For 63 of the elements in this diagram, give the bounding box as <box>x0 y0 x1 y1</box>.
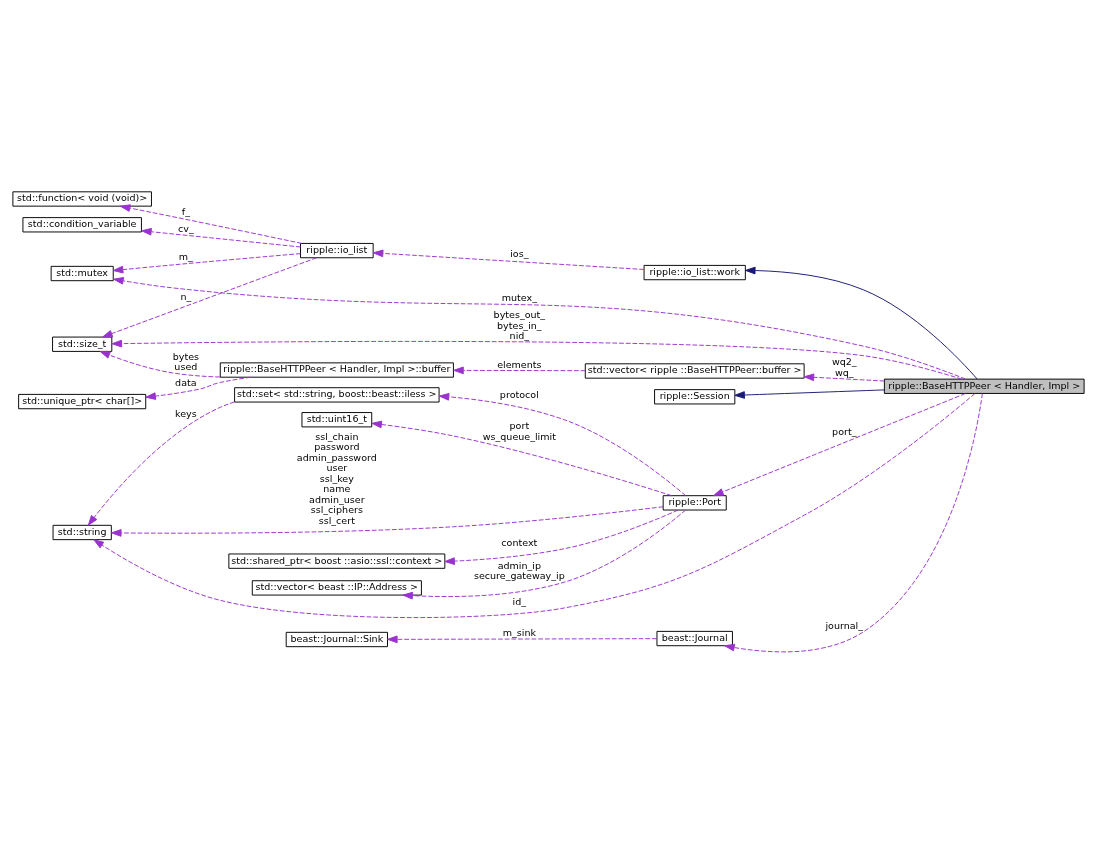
arrow <box>145 376 252 400</box>
edge-label: journal_ <box>825 619 864 631</box>
arrow <box>734 388 885 399</box>
node-box: ripple::Session <box>654 388 736 404</box>
node-box: std::mutex <box>50 265 114 281</box>
node-box: std::size_t <box>52 336 113 352</box>
node-box: std::shared_ptr< boost ::asio::ssl::context > <box>228 553 446 569</box>
edge-label: id_ <box>512 595 527 607</box>
edge-label: cv_ <box>178 222 194 234</box>
node-box: ripple::io_list::work <box>643 264 746 280</box>
edge-label: m_ <box>178 250 193 262</box>
edge-label: protocol <box>499 388 539 400</box>
edge-label: admin_ip secure_gateway_ip <box>473 559 565 581</box>
arrow <box>93 392 976 618</box>
node-box: ripple::io_list <box>300 242 374 258</box>
arrow <box>724 392 983 652</box>
arrow <box>402 509 686 599</box>
arrow <box>387 635 658 643</box>
arrow <box>372 249 645 270</box>
edge-label: n_ <box>180 290 192 302</box>
arrow <box>112 252 301 273</box>
arrow <box>113 276 966 379</box>
arrow <box>444 509 679 565</box>
node-box: std::vector< beast ::IP::Address > <box>251 579 422 596</box>
edge-label: keys <box>175 407 197 419</box>
arrow <box>119 203 303 244</box>
edge-label: context <box>501 536 538 548</box>
node-box: ripple::BaseHTTPPeer < Handler, Impl > <box>883 378 1085 394</box>
edge-label: bytes used <box>172 350 200 372</box>
arrow <box>453 366 586 374</box>
node-box: std::vector< ripple ::BaseHTTPPeer::buffer > <box>584 362 805 379</box>
edge-label: ssl_chain password admin_password user ssl_key name admin_user ssl_ciphers ssl_cert <box>296 430 377 526</box>
arrow <box>111 505 664 537</box>
node-box: ripple::BaseHTTPPeer < Handler, Impl >::buffer <box>219 361 454 378</box>
edge-label: ios_ <box>510 247 529 259</box>
edge-label: m_sink <box>502 626 536 638</box>
node-box: beast::Journal <box>656 630 733 646</box>
arrow <box>99 350 221 377</box>
edge-label: wq2_ wq_ <box>831 355 857 378</box>
edge-label: elements <box>497 358 542 370</box>
node-box: std::condition_variable <box>22 216 142 232</box>
node-box: ripple::Port <box>662 494 727 510</box>
edge-label: port_ <box>832 425 857 437</box>
edge-label: port ws_queue_limit <box>482 419 556 442</box>
edge-label: f_ <box>181 205 190 217</box>
node-box: std::string <box>52 524 112 540</box>
edge-label: bytes_out_ bytes_in_ nid_ <box>493 308 546 341</box>
node-box: std::set< std::string, boost::beast::iless > <box>234 386 440 403</box>
arrow <box>371 420 672 496</box>
node-box: beast::Journal::Sink <box>285 631 388 647</box>
arrow <box>803 372 885 381</box>
edge-label: mutex_ <box>501 291 537 303</box>
arrow <box>745 266 978 380</box>
node-box: std::unique_ptr< char[]> <box>18 393 147 409</box>
node-box: std::uint16_t <box>301 411 373 427</box>
arrow <box>87 400 236 526</box>
arrow <box>111 339 962 380</box>
node-box: std::function< void (void)> <box>12 190 152 207</box>
arrow <box>141 227 301 247</box>
arrow <box>713 392 966 496</box>
arrow <box>102 256 317 337</box>
edge-label: data <box>175 376 197 388</box>
arrow <box>438 392 686 496</box>
